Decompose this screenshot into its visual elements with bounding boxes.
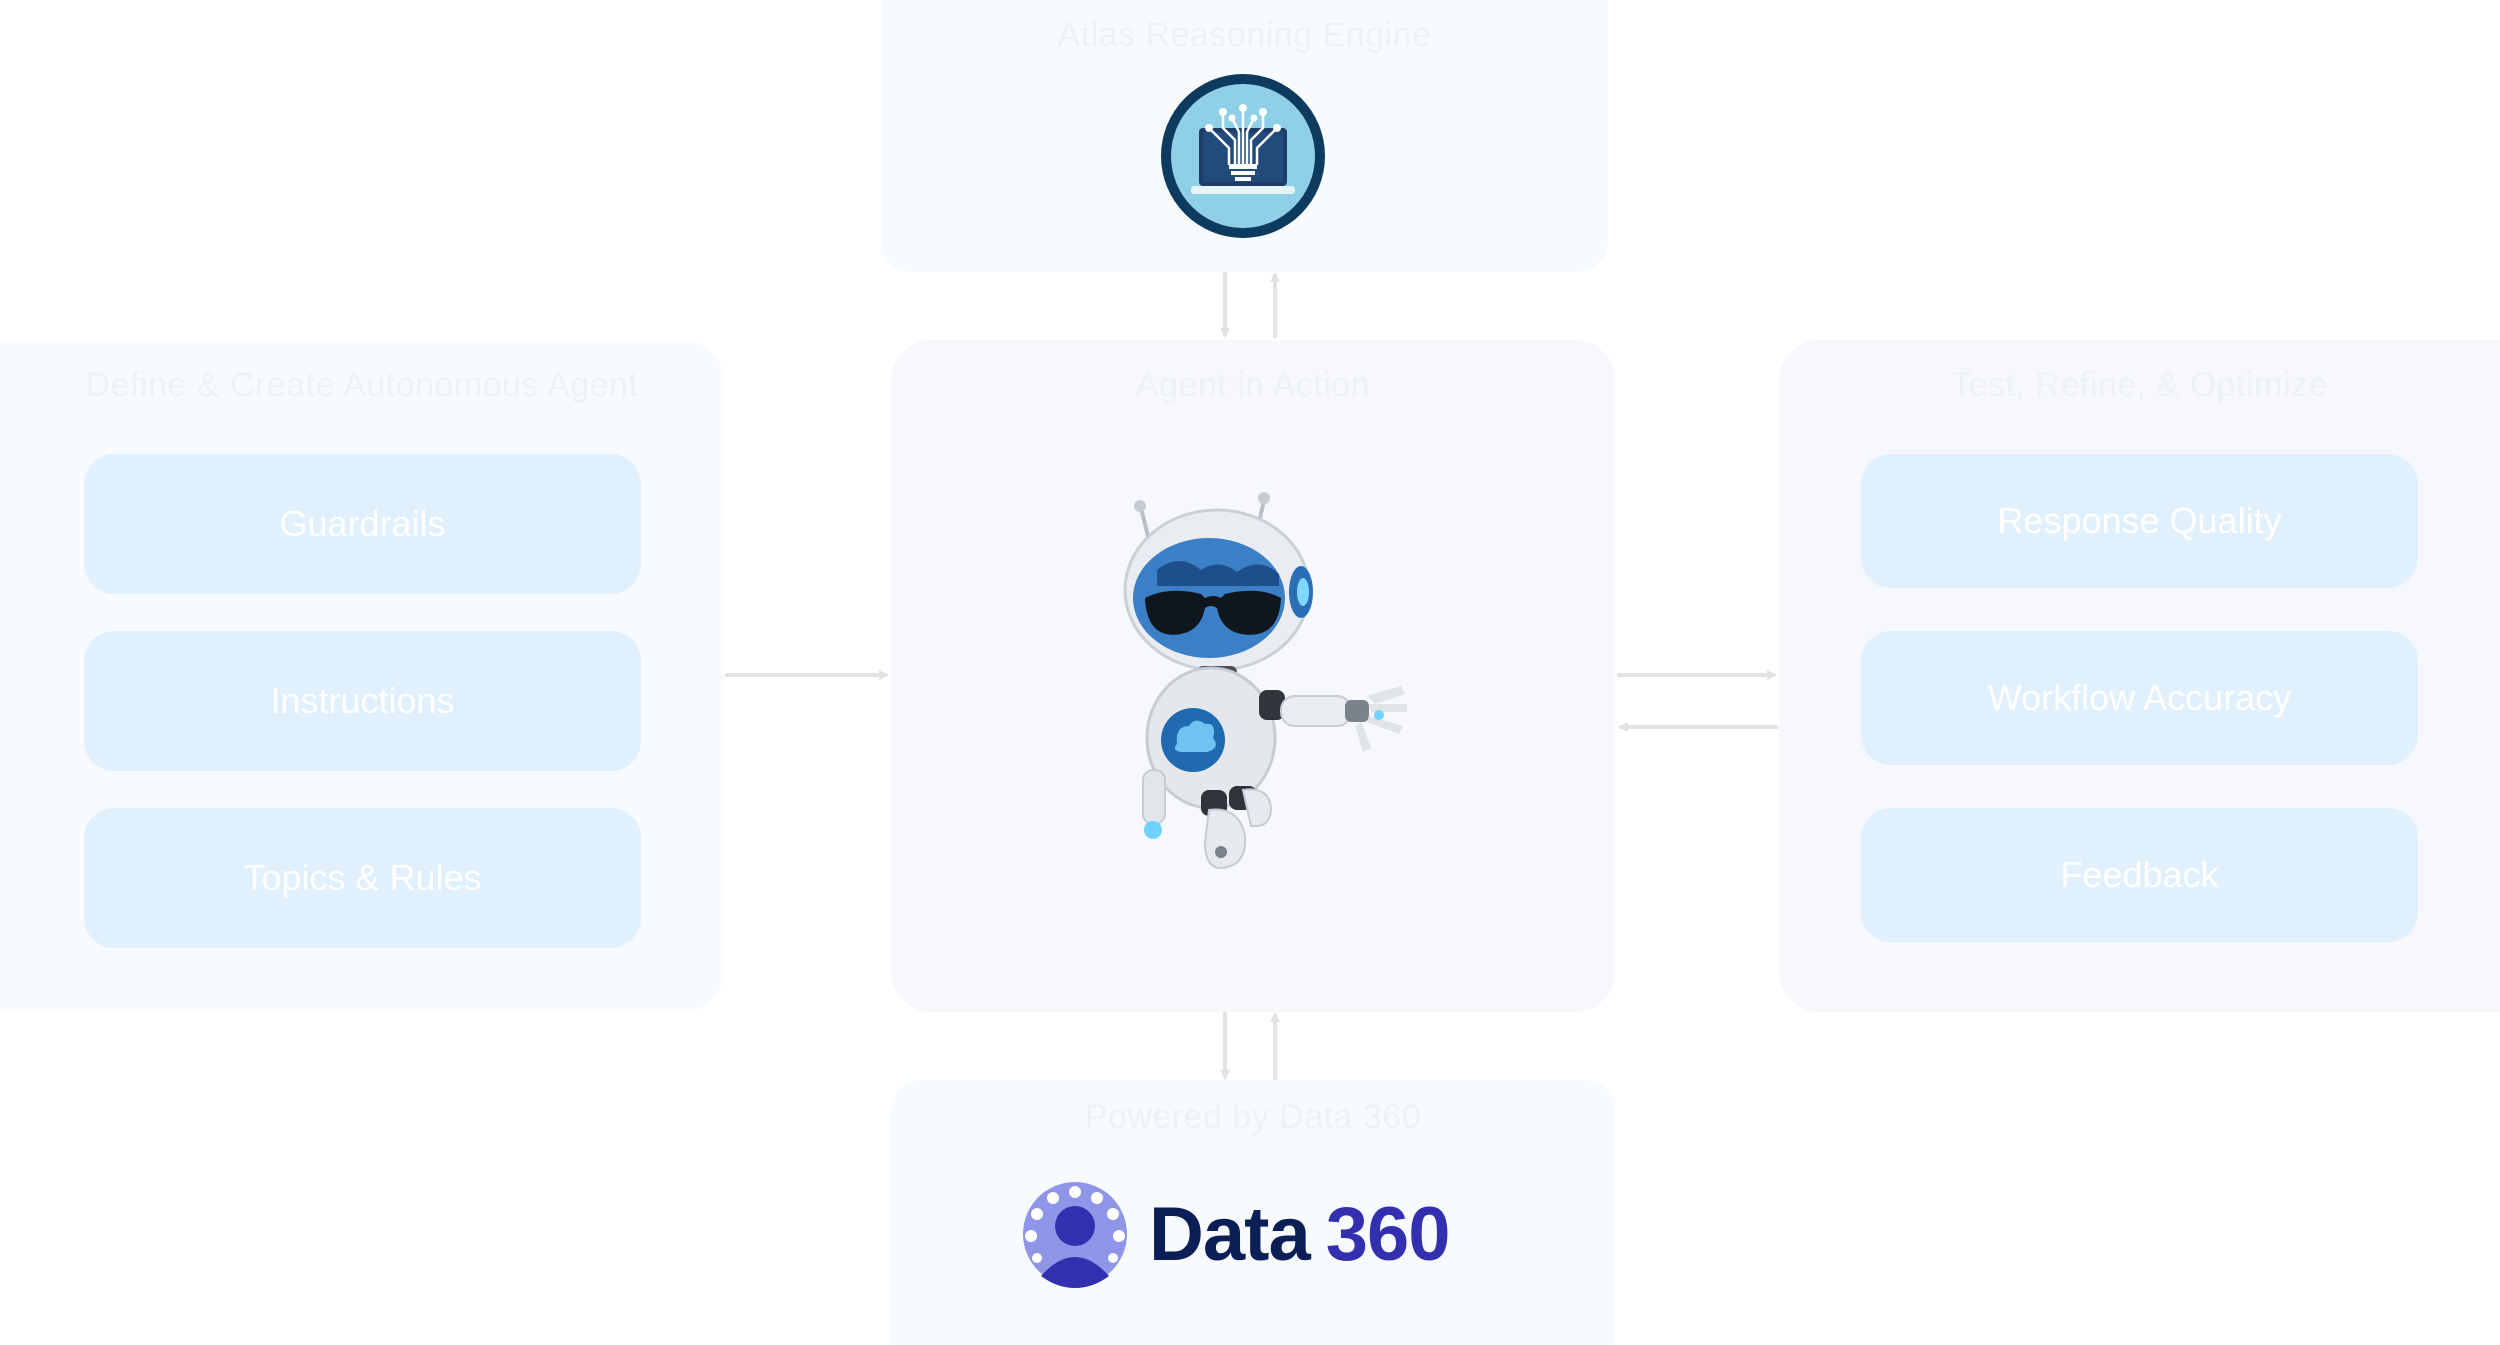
response-quality-item: Response Quality — [1861, 454, 2418, 588]
atlas-engine-title: Atlas Reasoning Engine — [1057, 16, 1432, 54]
data360-panel: Powered by Data 360 Data 360 — [891, 1080, 1615, 1345]
define-agent-title: Define & Create Autonomous Agent — [85, 366, 639, 404]
robot-mascot — [1109, 490, 1449, 870]
define-agent-panel: Define & Create Autonomous Agent Guardra… — [0, 340, 724, 1012]
lightbulb-laptop-icon — [1157, 70, 1329, 242]
workflow-accuracy-item: Workflow Accuracy — [1861, 631, 2418, 765]
test-refine-panel: Test, Refine, & Optimize Response Qualit… — [1779, 340, 2500, 1012]
data360-logo-word: Data — [1149, 1191, 1311, 1277]
feedback-item: Feedback — [1861, 808, 2418, 942]
instructions-item: Instructions — [84, 631, 641, 771]
guardrails-item: Guardrails — [84, 454, 641, 594]
agent-in-action-title: Agent in Action — [1135, 366, 1371, 404]
atlas-engine-panel: Atlas Reasoning Engine — [881, 0, 1608, 272]
data360-logo-number: 360 — [1325, 1191, 1451, 1277]
agent-in-action-panel: Agent in Action — [891, 340, 1615, 1012]
data360-title: Powered by Data 360 — [1084, 1098, 1422, 1136]
data360-logo-icon — [1023, 1182, 1127, 1288]
test-refine-title: Test, Refine, & Optimize — [1951, 366, 2328, 404]
data360-logo: Data 360 — [1021, 1178, 1451, 1290]
topics-rules-item: Topics & Rules — [84, 808, 641, 948]
